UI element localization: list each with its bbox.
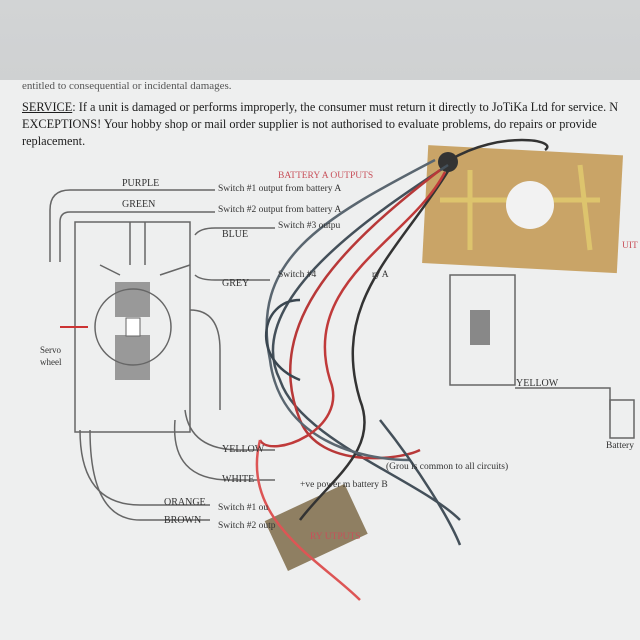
service-paragraph-line1: SERVICE: If a unit is damaged or perform… <box>22 99 618 116</box>
battery-b-outputs-title: RY UTPUTS <box>310 532 361 542</box>
wire-desc-orange: Switch #1 ou <box>218 503 269 513</box>
wire-label-grey: GREY <box>222 278 250 289</box>
service-heading: SERVICE <box>22 100 73 114</box>
service-paragraph-line2: EXCEPTIONS! Your hobby shop or mail orde… <box>22 117 597 131</box>
wire-desc-grey: Switch #4 <box>278 270 317 280</box>
background-surface <box>0 0 640 80</box>
service-paragraph-line3: replacement. <box>22 134 86 148</box>
right-battery-label: Battery <box>606 441 634 451</box>
wire-label-blue: BLUE <box>222 229 249 240</box>
wire-label-white: WHITE <box>222 474 255 485</box>
service-text: : If a unit is damaged or performs impro… <box>72 100 619 114</box>
wire-label-orange: ORANGE <box>164 497 206 508</box>
wire-desc-brown: Switch #2 outp <box>218 521 276 531</box>
wire-desc-green: Switch #2 output from battery A <box>218 205 342 215</box>
cut-off-text: entitled to consequential or incidental … <box>22 80 232 92</box>
wire-desc-white: +ve power m battery B <box>300 480 388 490</box>
wire-label-yellow: YELLOW <box>222 444 265 455</box>
battery-a-outputs-title: BATTERY A OUTPUTS <box>278 171 374 181</box>
switch-board <box>264 483 368 571</box>
right-yellow-label: YELLOW <box>516 378 559 389</box>
wire-desc-blue: Switch #3 outpu <box>278 221 341 231</box>
pcb-hole <box>506 181 554 229</box>
right-uit-label: UIT <box>622 241 638 251</box>
wire-desc-purple: Switch #1 output from battery A <box>218 184 342 194</box>
battery-a-fragment: ry A <box>372 270 389 280</box>
wire-label-green: GREEN <box>122 199 156 210</box>
wire-desc-yellow: (Grou is common to all circuits) <box>386 462 509 472</box>
wire-label-brown: BROWN <box>164 515 202 526</box>
servo-wheel-label: Servo wheel <box>40 345 62 367</box>
wire-label-purple: PURPLE <box>122 178 160 189</box>
